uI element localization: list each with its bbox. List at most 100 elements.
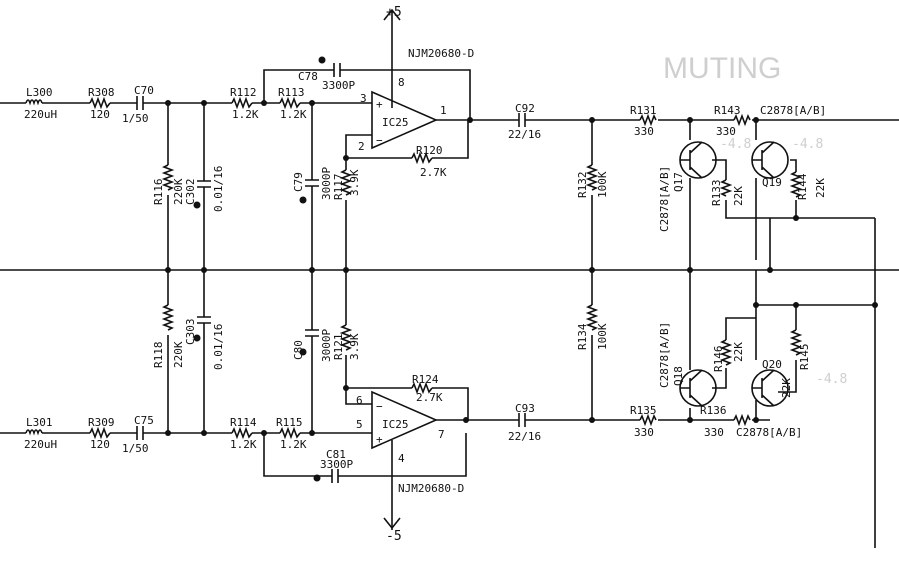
C92-symbol — [515, 113, 529, 127]
q20-voltage: -4.8 — [816, 372, 847, 387]
R145-value: 22K — [780, 378, 793, 398]
R309-symbol — [89, 426, 111, 440]
R145-label: R145 — [798, 344, 811, 371]
svg-text:+: + — [376, 98, 383, 111]
R121-label: R121 — [332, 334, 345, 361]
R112-value: 1.2K — [232, 108, 259, 121]
L300-symbol — [25, 99, 43, 106]
C79-value: 3000P — [320, 167, 333, 200]
Q17-part: C2878[A/B] — [658, 166, 671, 232]
pin4: 4 — [398, 452, 405, 465]
Q18-part: C2878[A/B] — [658, 322, 671, 388]
ic-top-label: IC25 — [382, 116, 409, 129]
R116-value: 220K — [172, 178, 185, 205]
L301-value: 220uH — [24, 438, 57, 451]
C80-label: C80 — [292, 340, 305, 360]
C75-symbol — [132, 426, 148, 440]
C80-symbol — [305, 320, 319, 345]
Q17-symbol — [679, 141, 717, 179]
C93-label: C93 — [515, 402, 535, 415]
R120-value: 2.7K — [420, 166, 447, 179]
C92-value: 22/16 — [508, 128, 541, 141]
R131-symbol — [639, 113, 657, 127]
C78-symbol — [330, 63, 344, 77]
C75-label: C75 — [134, 414, 154, 427]
R117-label: R117 — [332, 174, 345, 201]
R143-label: R143 — [714, 104, 741, 117]
Q20-label: Q20 — [762, 358, 782, 371]
R135-symbol — [639, 413, 657, 427]
R113-symbol — [279, 96, 301, 110]
R115-label: R115 — [276, 416, 303, 429]
R143-symbol — [733, 113, 751, 127]
ic-bottom-part: NJM20680-D — [398, 482, 464, 495]
L300-label: L300 — [26, 86, 53, 99]
L300-value: 220uH — [24, 108, 57, 121]
svg-text:+: + — [376, 433, 383, 446]
R132-value: 100K — [596, 171, 609, 198]
R118-value: 220K — [172, 341, 185, 368]
Q17-label: Q17 — [672, 172, 685, 192]
R124-symbol — [411, 381, 433, 395]
R135-value: 330 — [634, 426, 654, 439]
C78-label: C78 — [298, 70, 318, 83]
R116-label: R116 — [152, 179, 165, 206]
R145-symbol — [789, 329, 803, 356]
pin1: 1 — [440, 104, 447, 117]
pin3: 3 — [360, 92, 367, 105]
C78-value: 3300P — [322, 79, 355, 92]
C79-symbol — [305, 170, 319, 195]
C70-label: C70 — [134, 84, 154, 97]
R118-symbol — [161, 304, 175, 331]
C93-symbol — [515, 413, 529, 427]
Q19-symbol — [751, 141, 789, 179]
R308-value: 120 — [90, 108, 110, 121]
R134-label: R134 — [576, 323, 589, 350]
R115-symbol — [279, 426, 301, 440]
R131-value: 330 — [634, 125, 654, 138]
R309-value: 120 — [90, 438, 110, 451]
ic-bottom-label: IC25 — [382, 418, 409, 431]
R112-label: R112 — [230, 86, 257, 99]
R146-label: R146 — [712, 346, 725, 373]
C2878-top: C2878[A/B] — [760, 104, 826, 117]
R308-symbol — [89, 96, 111, 110]
pin6: 6 — [356, 394, 363, 407]
q17-voltage: -4.8 — [720, 137, 751, 152]
R136-label: R136 — [700, 404, 727, 417]
C81-value: 3300P — [320, 458, 353, 471]
svg-text:−: − — [376, 400, 383, 413]
R124-label: R124 — [412, 373, 439, 386]
R113-value: 1.2K — [280, 108, 307, 121]
R112-symbol — [231, 96, 253, 110]
R115-value: 1.2K — [280, 438, 307, 451]
C302-symbol — [197, 175, 211, 195]
R135-label: R135 — [630, 404, 657, 417]
Q18-label: Q18 — [672, 366, 685, 386]
R133-value: 22K — [732, 186, 745, 206]
pin8: 8 — [398, 76, 405, 89]
R132-label: R132 — [576, 172, 589, 199]
C2878-bottom: C2878[A/B] — [736, 426, 802, 439]
q19-voltage: -4.8 — [792, 137, 823, 152]
R136-symbol — [733, 413, 751, 427]
R133-label: R133 — [710, 180, 723, 207]
R143-value: 330 — [716, 125, 736, 138]
C302-label: C302 — [184, 179, 197, 206]
junctions — [165, 100, 878, 436]
R121-symbol — [339, 324, 353, 351]
ic-top-part: NJM20680-D — [408, 47, 474, 60]
Q18-symbol — [679, 369, 717, 407]
R120-symbol — [411, 151, 433, 165]
R309-label: R309 — [88, 416, 115, 429]
L301-symbol — [25, 429, 43, 436]
R131-label: R131 — [630, 104, 657, 117]
R124-value: 2.7K — [416, 391, 443, 404]
R146-symbol — [719, 339, 733, 366]
C81-label: C81 — [326, 448, 346, 461]
Q20-symbol — [751, 369, 789, 407]
R146-value: 22K — [732, 342, 745, 362]
R134-symbol — [585, 304, 599, 331]
